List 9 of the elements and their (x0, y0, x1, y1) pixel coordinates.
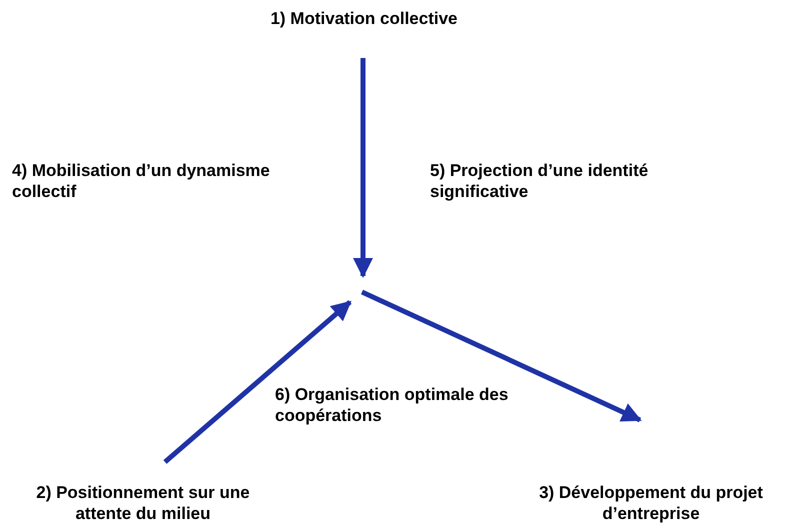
arrow (353, 58, 373, 278)
node-label: 1) Motivation collective (228, 8, 500, 29)
node-label: 3) Développement du projet d’entreprise (520, 482, 782, 524)
node-label: 2) Positionnement sur une attente du milieu (18, 482, 268, 524)
annotation-text: 4) Mobilisation d’un dynamisme collectif (12, 160, 271, 202)
annotation-text: 5) Projection d’une identité significative (430, 160, 650, 202)
arrow (163, 300, 352, 464)
annotation-text: 6) Organisation optimale des coopérations (275, 384, 510, 426)
arrow (360, 290, 642, 422)
